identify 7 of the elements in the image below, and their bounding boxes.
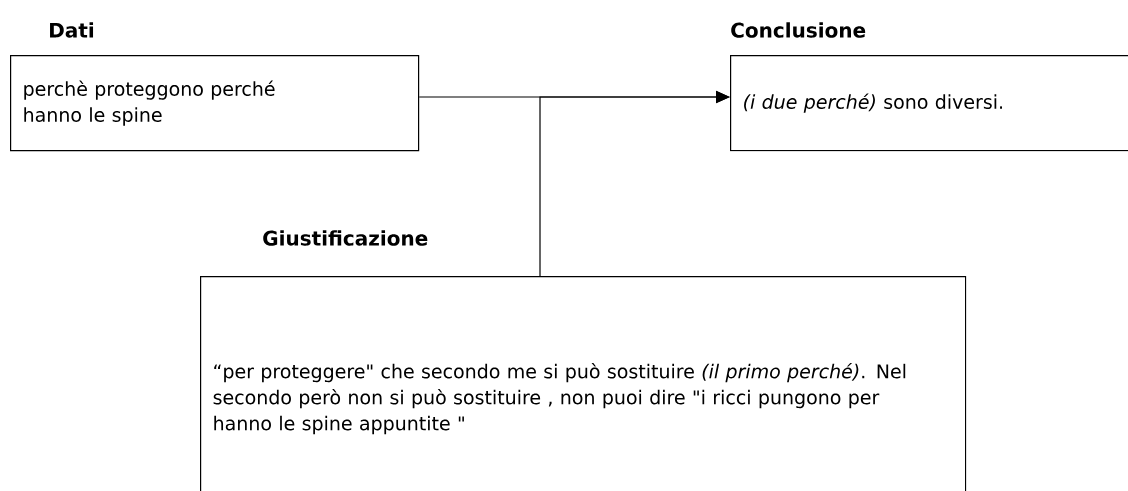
- text-box: (i due perché) sono diversi.: [730, 55, 1128, 152]
- text-box: perchè proteggono perché hanno le spine: [10, 55, 420, 152]
- heading: Giustificazione: [263, 230, 428, 246]
- arrow: [539, 90, 730, 277]
- heading: Conclusione: [731, 22, 866, 38]
- heading: Dati: [50, 22, 94, 38]
- text-box: “per proteggere" che secondo me si può sostituire (il primo perché). Nel secondo però non si può sostituire , non puoi dire "i ricci pungono per hanno le spine appuntite ": [200, 276, 967, 491]
